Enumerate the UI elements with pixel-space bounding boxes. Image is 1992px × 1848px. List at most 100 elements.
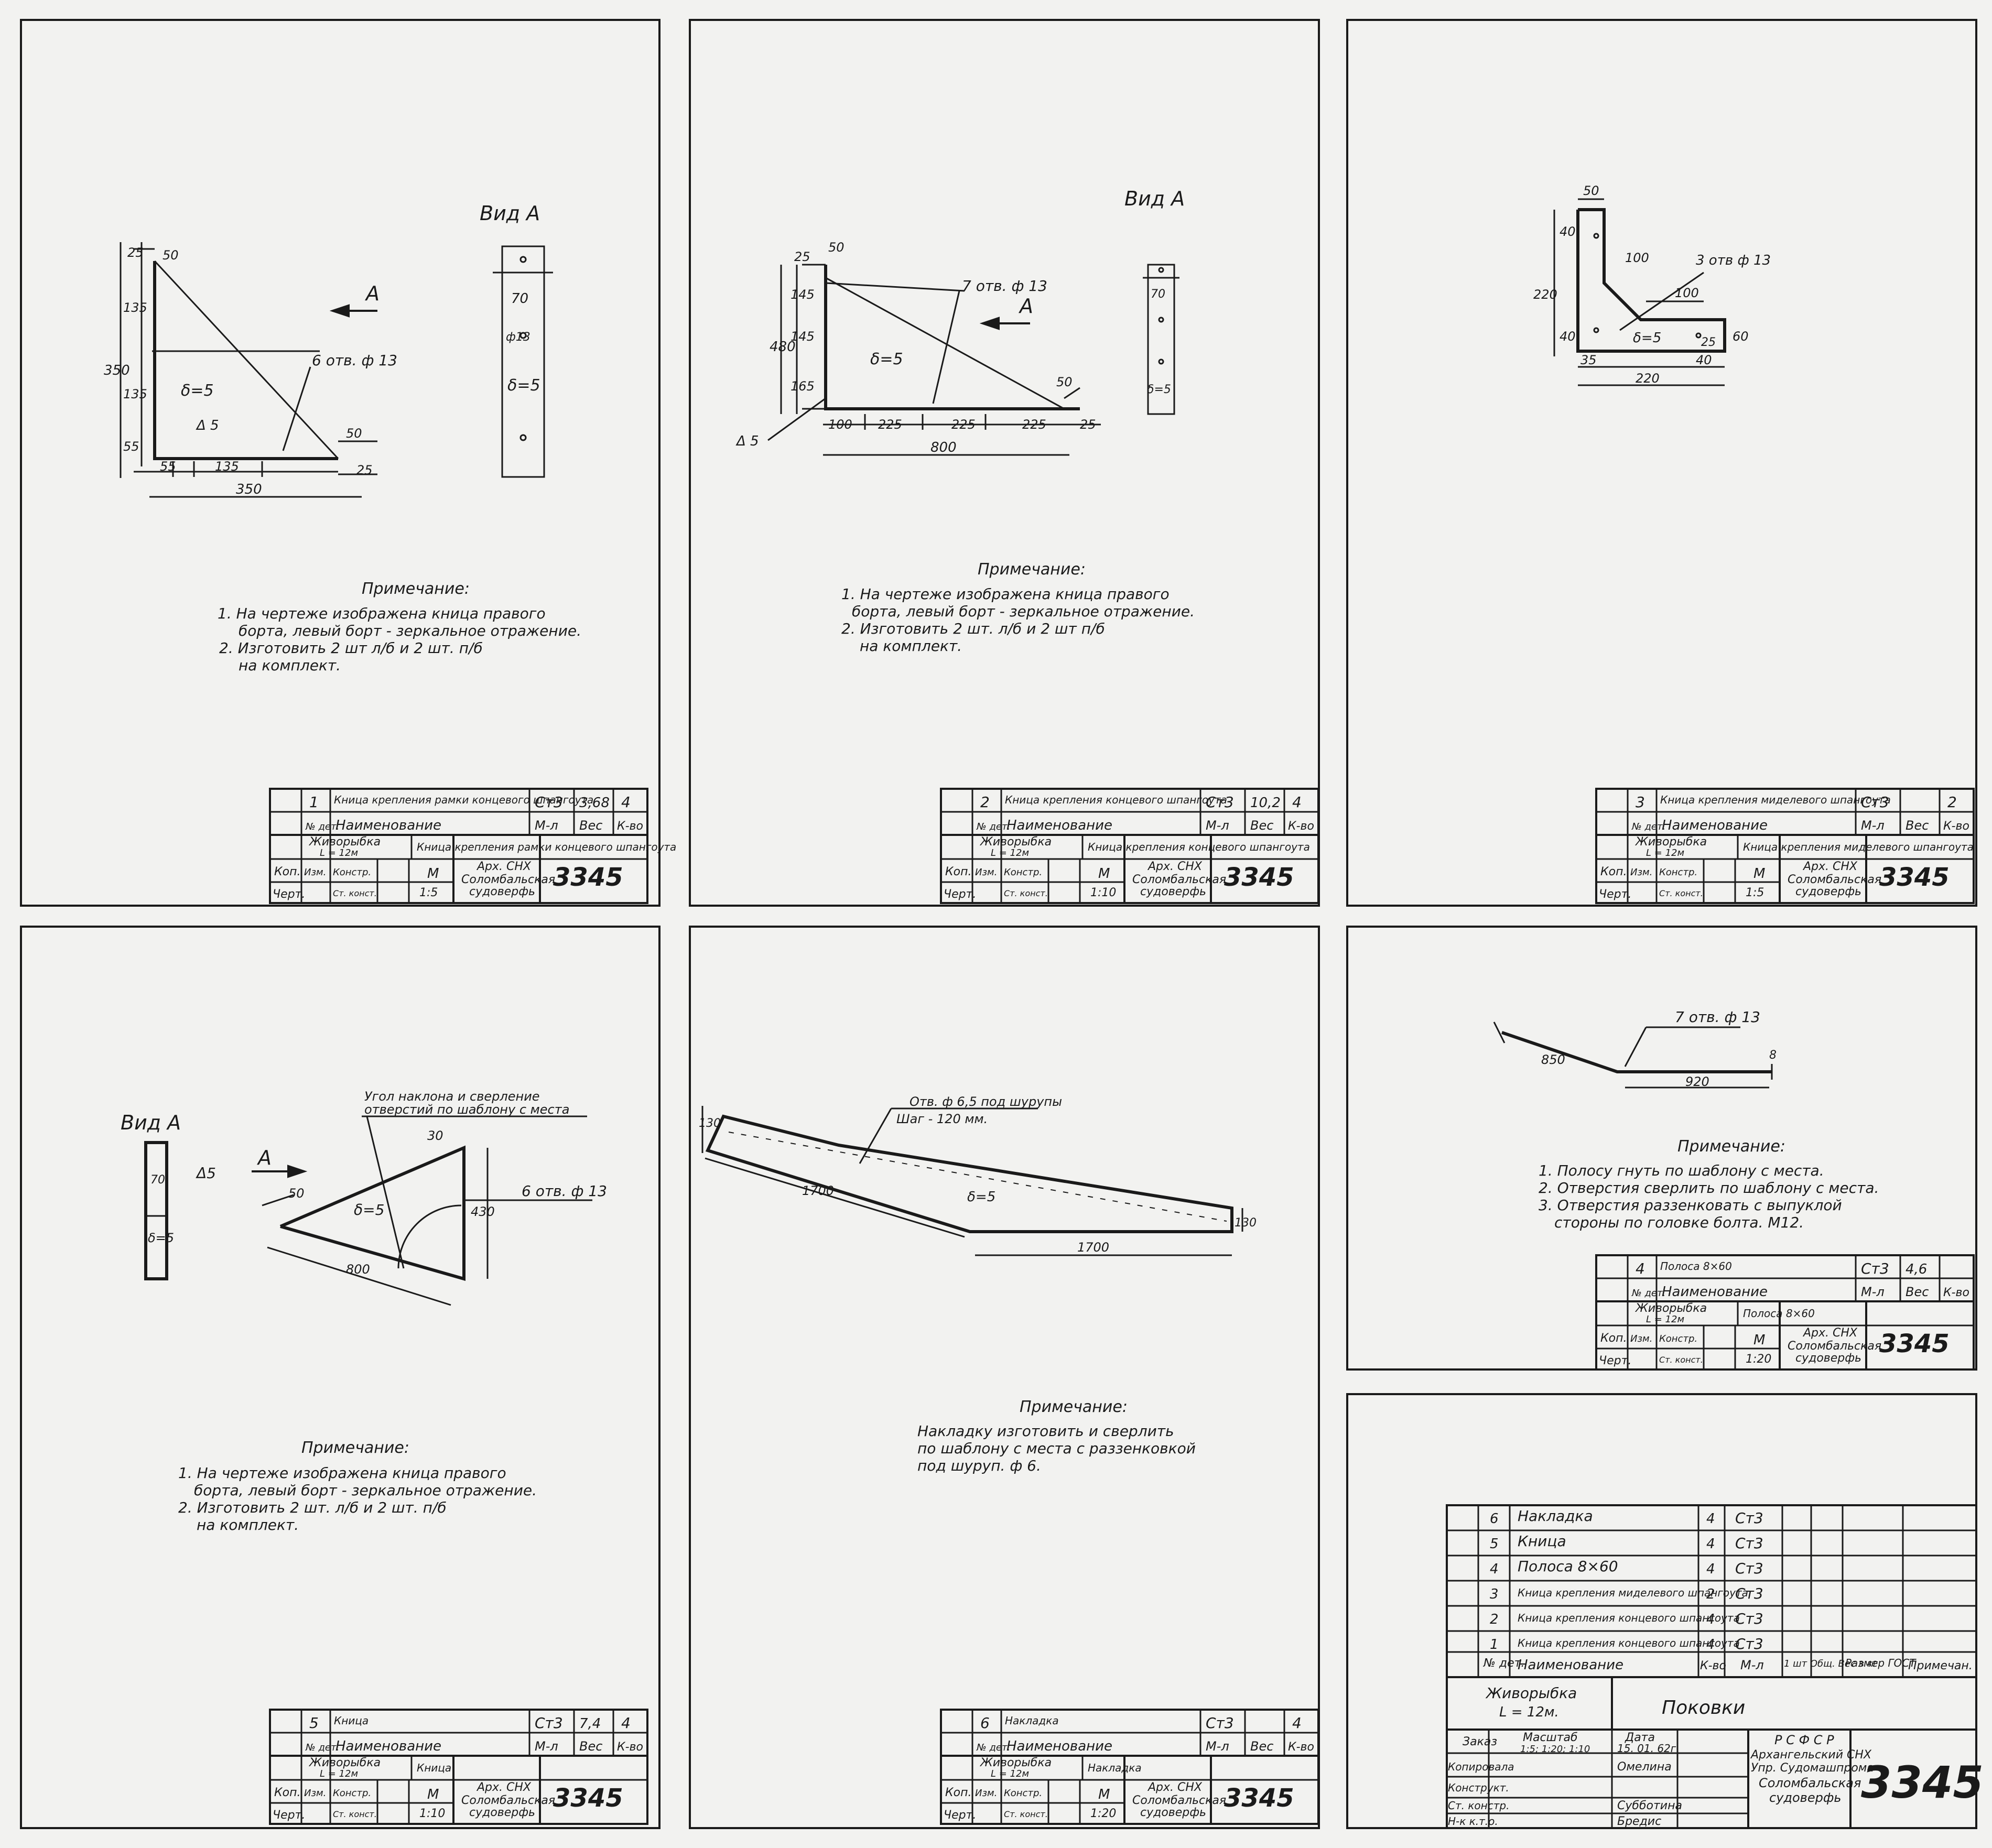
part6-dim-130-l: 130 (699, 1117, 721, 1130)
lbl-izm: Изм. (1630, 867, 1652, 878)
spec-row-no: 3 (1490, 1586, 1499, 1602)
spec-hdr-name: Наименование (1518, 1657, 1623, 1673)
part2-note-2: борта, левый борт - зеркальное отражение… (852, 603, 1195, 620)
part4-note-1: 1. Полосу гнуть по шаблону с места. (1539, 1162, 1824, 1179)
part-material: Ст3 (1861, 793, 1889, 811)
company-line-3: судоверфь (1795, 885, 1861, 898)
company-line-2: Соломбальская (1788, 873, 1881, 886)
hdr-material: М-л (1206, 1739, 1229, 1754)
hdr-no: № дет. (976, 821, 1010, 832)
part-weight: 3,68 (579, 795, 610, 811)
lbl-izm: Изм. (975, 867, 997, 878)
spec-scale-val: 1:5; 1:20; 1:10 (1520, 1744, 1590, 1755)
part2-note-3: 2. Изготовить 2 шт. л/б и 2 шт п/б (841, 620, 1105, 637)
part4-drawing: 7 отв. ф 13 850 920 8 (1493, 1008, 1777, 1089)
spec-lbl-copy: Копировала (1448, 1760, 1514, 1773)
part3-dim-35: 35 (1580, 353, 1597, 367)
spec-row-mat: Ст3 (1735, 1610, 1763, 1627)
company-line-2: Соломбальская (461, 1794, 555, 1807)
part1-dim-135b: 135 (123, 387, 147, 401)
part3-holes: 3 отв ф 13 (1696, 253, 1771, 268)
project-line-2: L = 12м (320, 1768, 358, 1779)
part5-dim-30: 30 (427, 1128, 443, 1143)
part2-note-4: на комплект. (860, 637, 962, 655)
part5-view-thickness: δ=5 (148, 1231, 174, 1245)
spec-row-mat: Ст3 (1735, 1635, 1763, 1653)
part2-dim-25-r: 25 (1080, 417, 1096, 432)
part-name: Кница крепления миделевого шпангоута (1660, 793, 1891, 806)
spec-drawing-no: 3345 (1861, 1757, 1984, 1808)
spec-hdr-mat: М-л (1740, 1658, 1764, 1672)
spec-org-3: Упр. Судомашпрома (1751, 1762, 1874, 1775)
spec-row-mat: Ст3 (1735, 1509, 1763, 1527)
spec-lbl-st-konst: Ст. констр. (1448, 1799, 1509, 1812)
lbl-konst: Констр. (1659, 867, 1697, 878)
hdr-name: Наименование (1006, 818, 1112, 833)
scale-m: М (1753, 866, 1765, 882)
part6-holes-1: Отв. ф 6,5 под шурупы (910, 1094, 1062, 1109)
project-line-2: L = 12м (1646, 847, 1684, 858)
title-part-name: Кница крепления рамки концевого шпангоут… (417, 841, 676, 853)
spec-org-5: судоверфь (1769, 1790, 1841, 1805)
title-part-name: Накладка (1088, 1762, 1142, 1774)
part-number: 2 (980, 793, 990, 811)
part6-dim-1700-d: 1700 (802, 1183, 834, 1198)
spec-hdr-weight: 1 шт Общ. Вес в кг (1784, 1658, 1878, 1669)
spec-lbl-konst: Конструкт. (1448, 1781, 1509, 1794)
part6-dim-130-r: 130 (1235, 1216, 1257, 1230)
company-line-2: Соломбальская (461, 873, 555, 886)
part5-view-fillet: Δ5 (196, 1165, 216, 1182)
part1-dim-25-r: 25 (356, 463, 373, 477)
hdr-material: М-л (535, 818, 558, 833)
spec-row-name: Кница крепления концевого шпангоута (1518, 1612, 1740, 1624)
spec-project-2: L = 12м. (1499, 1704, 1559, 1720)
part1-view-thickness: δ=5 (507, 376, 540, 395)
part1-note-4: на комплект. (239, 657, 341, 674)
hdr-name: Наименование (1662, 818, 1768, 833)
scale-m: М (1098, 866, 1110, 882)
lbl-konst: Констр. (1004, 867, 1042, 878)
hdr-name: Наименование (1662, 1284, 1768, 1300)
lbl-izm: Изм. (1630, 1333, 1652, 1344)
part2-dim-225b: 225 (951, 417, 976, 432)
hdr-no: № дет. (305, 1742, 339, 1753)
part1-dim-350-h: 350 (236, 482, 262, 497)
part1-dim-135-b: 135 (215, 459, 239, 474)
part2-dim-25: 25 (794, 249, 810, 264)
part-weight: 10,2 (1250, 795, 1281, 811)
title-part-name: Кница крепления концевого шпангоута (1088, 841, 1310, 853)
part4-dim-8: 8 (1769, 1049, 1777, 1062)
spec-org-4: Соломбальская (1759, 1776, 1861, 1790)
lbl-st-konst: Ст. конст. (1659, 1355, 1703, 1365)
part5-view-dim-70: 70 (150, 1173, 165, 1187)
part5-note-4: на комплект. (197, 1516, 299, 1534)
part2-notes: Примечание: 1. На чертеже изображена кни… (841, 560, 1195, 655)
hdr-name: Наименование (335, 1738, 441, 1754)
part5-note-3: 2. Изготовить 2 шт. л/б и 2 шт. п/б (178, 1499, 447, 1516)
project-line-1: Живорыбка (308, 1756, 381, 1769)
part3-dim-100v: 100 (1625, 251, 1649, 265)
hdr-material: М-л (1206, 818, 1229, 833)
part6-note-2: по шаблону с места с раззенковкой (917, 1440, 1196, 1457)
part2-dim-145b: 145 (791, 329, 815, 344)
lbl-konst: Констр. (1004, 1788, 1042, 1799)
part4-dim-920: 920 (1685, 1074, 1709, 1089)
part4-note-title: Примечание: (1677, 1137, 1785, 1156)
lbl-chert: Черт. (944, 888, 976, 901)
part4-note-3: 3. Отверстия раззенковать с выпуклой (1539, 1197, 1842, 1214)
part-number: 5 (309, 1714, 319, 1732)
lbl-kop: Коп. (274, 865, 300, 878)
lbl-izm: Изм. (975, 1788, 997, 1799)
part3-drawing: δ=5 50 40 100 220 3 отв ф 13 100 40 35 4… (1533, 183, 1771, 386)
hdr-qty: К-во (617, 1741, 643, 1754)
company-line-1: Арх. СНХ (476, 860, 532, 873)
drawing-number: 3345 (553, 1784, 623, 1813)
part1-drawing: Вид А А δ=5 δ=5 25 135 135 55 350 50 6 о… (104, 202, 553, 498)
part6-thickness: δ=5 (967, 1189, 995, 1205)
